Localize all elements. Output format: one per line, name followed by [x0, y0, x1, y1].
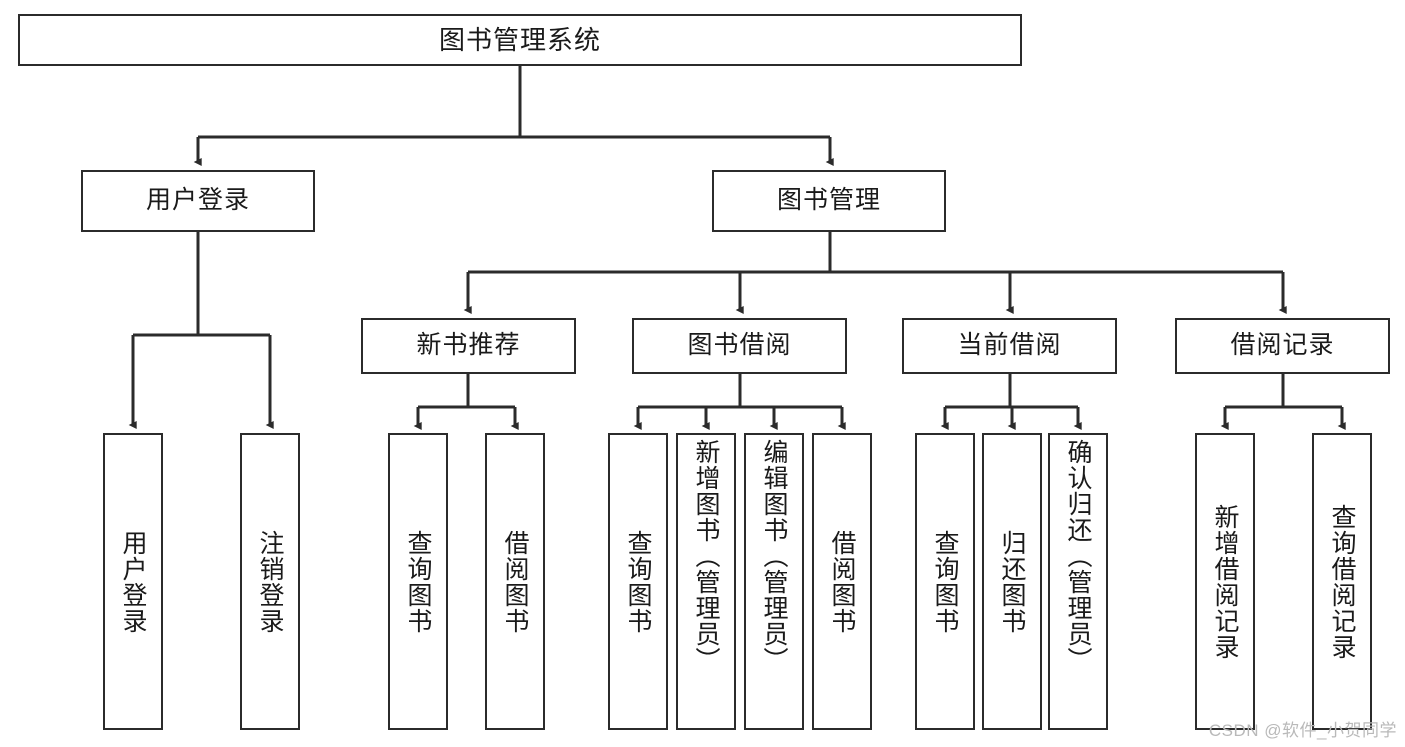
node-label: 注销登录: [256, 529, 284, 634]
node-label: 用户登录: [145, 186, 250, 215]
node-label: 借阅图书: [501, 529, 529, 634]
node-user-login[interactable]: 用户登录: [81, 170, 315, 232]
node-label: 借阅记录: [1230, 331, 1335, 360]
node-new-book-recommend[interactable]: 新书推荐: [361, 318, 576, 374]
node-label: 新增图书（管理员）: [692, 439, 720, 673]
node-borrow-record[interactable]: 借阅记录: [1175, 318, 1390, 374]
leaf-borrow-query-book[interactable]: 查询图书: [608, 433, 668, 730]
node-root-book-management-system[interactable]: 图书管理系统: [18, 14, 1022, 66]
watermark-text: CSDN @软件_小贺同学: [1208, 721, 1397, 740]
node-label: 当前借阅: [957, 331, 1062, 360]
leaf-current-confirm-return-admin[interactable]: 确认归还（管理员）: [1048, 433, 1108, 730]
leaf-logout[interactable]: 注销登录: [240, 433, 300, 730]
node-label: 图书管理: [776, 186, 881, 215]
node-label: 用户登录: [119, 529, 147, 634]
node-label: 查询图书: [931, 529, 959, 634]
node-label: 图书管理系统: [438, 24, 601, 55]
node-book-management[interactable]: 图书管理: [712, 170, 946, 232]
node-label: 图书借阅: [687, 331, 792, 360]
leaf-borrow-borrow-book[interactable]: 借阅图书: [812, 433, 872, 730]
node-label: 新增借阅记录: [1211, 503, 1239, 660]
leaf-record-query-borrow-record[interactable]: 查询借阅记录: [1312, 433, 1372, 730]
node-label: 查询借阅记录: [1328, 503, 1356, 660]
node-label: 确认归还（管理员）: [1064, 439, 1092, 673]
node-book-borrow[interactable]: 图书借阅: [632, 318, 847, 374]
leaf-record-add-borrow-record[interactable]: 新增借阅记录: [1195, 433, 1255, 730]
node-label: 归还图书: [998, 529, 1026, 634]
node-label: 查询图书: [624, 529, 652, 634]
leaf-current-return-book[interactable]: 归还图书: [982, 433, 1042, 730]
leaf-borrow-edit-book-admin[interactable]: 编辑图书（管理员）: [744, 433, 804, 730]
leaf-user-login[interactable]: 用户登录: [103, 433, 163, 730]
node-label: 借阅图书: [828, 529, 856, 634]
node-label: 查询图书: [404, 529, 432, 634]
leaf-new-book-query-book[interactable]: 查询图书: [388, 433, 448, 730]
node-label: 编辑图书（管理员）: [760, 439, 788, 673]
leaf-new-book-borrow-book[interactable]: 借阅图书: [485, 433, 545, 730]
node-current-borrow[interactable]: 当前借阅: [902, 318, 1117, 374]
leaf-current-query-book[interactable]: 查询图书: [915, 433, 975, 730]
leaf-borrow-add-book-admin[interactable]: 新增图书（管理员）: [676, 433, 736, 730]
node-label: 新书推荐: [416, 331, 521, 360]
